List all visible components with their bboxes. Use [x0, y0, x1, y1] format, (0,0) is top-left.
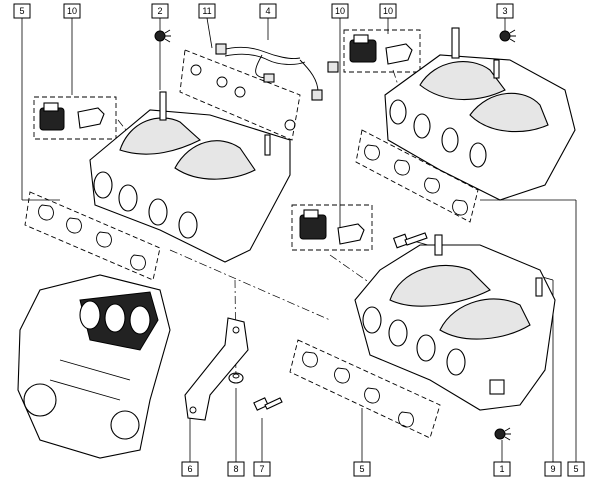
actuator-clip-left [39, 102, 105, 131]
callout-4: 4 [259, 3, 277, 19]
svg-text:10: 10 [383, 6, 393, 16]
callout-2: 2 [151, 3, 169, 19]
nut [228, 372, 244, 384]
intake-manifold-top-right [384, 27, 576, 201]
callout-10-top-left: 10 [63, 3, 81, 19]
svg-text:9: 9 [550, 464, 555, 474]
sensor-icons [154, 29, 516, 441]
svg-text:5: 5 [573, 464, 578, 474]
callout-5-top-left: 5 [13, 3, 31, 19]
svg-text:2: 2 [157, 6, 162, 16]
callout-5-bottom-mid: 5 [353, 461, 371, 477]
actuator-clip-mid [299, 209, 365, 245]
actuator-clip-right [349, 34, 413, 65]
svg-text:6: 6 [187, 464, 192, 474]
gasket-set-right [364, 144, 468, 216]
callout-3: 3 [496, 3, 514, 19]
dashed-groups [24, 29, 479, 439]
wiring-harness [190, 43, 339, 131]
bolt-lower [253, 397, 283, 411]
svg-text:11: 11 [202, 6, 211, 16]
intake-manifold-top-left [89, 91, 291, 263]
svg-text:4: 4 [265, 6, 270, 16]
gasket-set-bottom [302, 351, 414, 428]
support-bracket [184, 317, 249, 421]
svg-text:5: 5 [19, 6, 24, 16]
bolt-upper [392, 232, 428, 249]
callout-7: 7 [253, 461, 271, 477]
svg-text:8: 8 [233, 464, 238, 474]
callout-8: 8 [227, 461, 245, 477]
callout-9: 9 [544, 461, 562, 477]
callout-10-top-right: 10 [379, 3, 397, 19]
leader-lines [21, 17, 577, 462]
svg-text:7: 7 [259, 464, 264, 474]
intake-manifold-bottom-right [354, 234, 556, 411]
svg-text:10: 10 [335, 6, 345, 16]
svg-text:10: 10 [67, 6, 77, 16]
callout-1: 1 [493, 461, 511, 477]
callout-11: 11 [198, 3, 216, 19]
svg-text:5: 5 [359, 464, 364, 474]
callout-10-top-mid: 10 [331, 3, 349, 19]
callout-5-bottom-right: 5 [567, 461, 585, 477]
gasket-set-left [38, 204, 146, 271]
engine-block [17, 274, 171, 459]
svg-text:3: 3 [502, 6, 507, 16]
svg-text:1: 1 [499, 464, 504, 474]
callout-6: 6 [181, 461, 199, 477]
